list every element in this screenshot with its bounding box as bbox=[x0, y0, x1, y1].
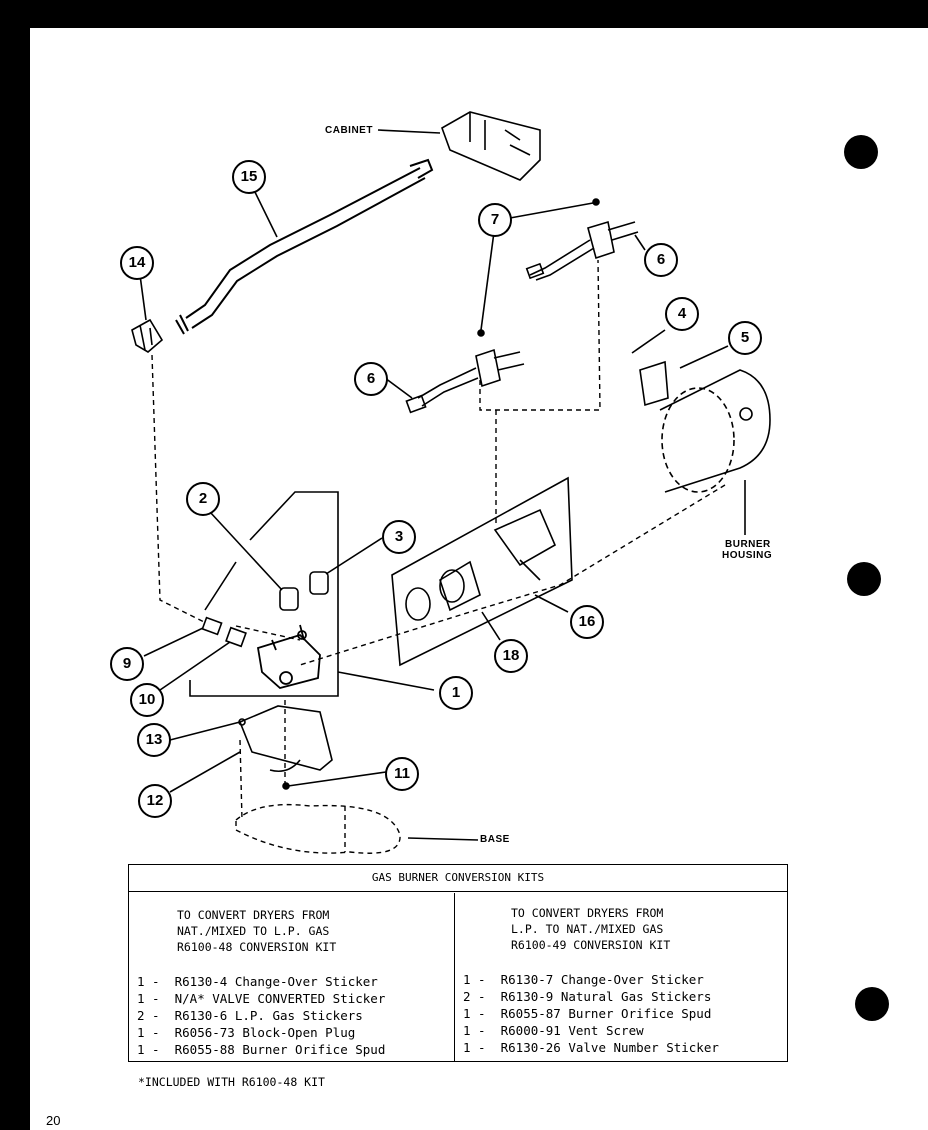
callout-10: 10 bbox=[130, 683, 164, 717]
leader-7b bbox=[480, 231, 495, 331]
callout-11: 11 bbox=[385, 757, 419, 791]
list-item: 1 - R6000-91 Vent Screw bbox=[463, 1023, 644, 1038]
callout-14: 14 bbox=[120, 246, 154, 280]
list-item: 2 - R6130-6 L.P. Gas Stickers bbox=[137, 1008, 363, 1023]
flame-sensor-upper bbox=[525, 198, 639, 281]
callout-9: 9 bbox=[110, 647, 144, 681]
callout-7: 7 bbox=[478, 203, 512, 237]
callout-1: 1 bbox=[439, 676, 473, 710]
cabinet-leader bbox=[377, 129, 441, 134]
callout-6-upper: 6 bbox=[644, 243, 678, 277]
punch-hole-middle bbox=[847, 562, 881, 596]
orifice-parts bbox=[201, 616, 247, 648]
leader-18 bbox=[481, 611, 501, 641]
leader-6a bbox=[634, 234, 646, 251]
table-title: GAS BURNER CONVERSION KITS bbox=[129, 865, 787, 892]
callout-12: 12 bbox=[138, 784, 172, 818]
page-number: 20 bbox=[46, 1113, 61, 1128]
burner-panel bbox=[391, 476, 573, 667]
callout-16: 16 bbox=[570, 605, 604, 639]
list-item: 1 - R6130-4 Change-Over Sticker bbox=[137, 974, 378, 989]
kit-header-line: TO CONVERT DRYERS FROM bbox=[511, 906, 664, 920]
burner-housing bbox=[639, 360, 771, 493]
callout-4: 4 bbox=[665, 297, 699, 331]
burner-housing-label-line2: HOUSING bbox=[722, 550, 773, 561]
cabinet-bracket bbox=[441, 111, 541, 181]
punch-hole-bottom bbox=[855, 987, 889, 1021]
gas-valve bbox=[256, 624, 321, 689]
callout-13: 13 bbox=[137, 723, 171, 757]
list-item: 1 - R6130-7 Change-Over Sticker bbox=[463, 972, 704, 987]
callout-2: 2 bbox=[186, 482, 220, 516]
list-item: 1 - R6130-26 Valve Number Sticker bbox=[463, 1040, 719, 1055]
leader-7a bbox=[509, 202, 594, 219]
list-item: 1 - R6055-88 Burner Orifice Spud bbox=[137, 1042, 386, 1057]
leader-10 bbox=[159, 641, 231, 691]
gas-supply-pipe bbox=[175, 158, 434, 335]
kit-column-r6100-48: TO CONVERT DRYERS FROM NAT./MIXED TO L.P… bbox=[129, 893, 455, 1061]
burner-housing-label-line1: BURNER bbox=[725, 539, 771, 550]
leader-2 bbox=[209, 511, 283, 591]
kit-items: 1 - R6130-7 Change-Over Sticker 2 - R613… bbox=[463, 971, 719, 1056]
igniter-assembly bbox=[405, 329, 525, 414]
base-leader bbox=[407, 837, 479, 841]
kit-header-line: R6100-48 CONVERSION KIT bbox=[177, 940, 337, 954]
footnote: *INCLUDED WITH R6100-48 KIT bbox=[138, 1075, 325, 1089]
leader-4 bbox=[631, 329, 666, 354]
leader-13 bbox=[169, 721, 241, 741]
list-item: 1 - R6056-73 Block-Open Plug bbox=[137, 1025, 356, 1040]
callout-6-lower: 6 bbox=[354, 362, 388, 396]
leader-12 bbox=[169, 751, 241, 793]
kit-header-line: R6100-49 CONVERSION KIT bbox=[511, 938, 671, 952]
list-item: 2 - R6130-9 Natural Gas Stickers bbox=[463, 989, 712, 1004]
leader-3 bbox=[325, 537, 383, 575]
callout-5: 5 bbox=[728, 321, 762, 355]
kit-header-line: TO CONVERT DRYERS FROM bbox=[177, 908, 330, 922]
list-item: 1 - N/A* VALVE CONVERTED Sticker bbox=[137, 991, 386, 1006]
callout-18: 18 bbox=[494, 639, 528, 673]
leader-16 bbox=[534, 594, 569, 613]
kit-header: TO CONVERT DRYERS FROM NAT./MIXED TO L.P… bbox=[129, 893, 454, 955]
conversion-kits-table: GAS BURNER CONVERSION KITS TO CONVERT DR… bbox=[128, 864, 788, 1062]
leader-9 bbox=[143, 627, 204, 657]
kit-header: TO CONVERT DRYERS FROM L.P. TO NAT./MIXE… bbox=[455, 893, 787, 953]
leader-11 bbox=[287, 771, 387, 787]
leader-1 bbox=[337, 671, 435, 691]
burner-housing-label: BURNER HOUSING bbox=[722, 539, 772, 561]
kit-header-line: NAT./MIXED TO L.P. GAS bbox=[177, 924, 330, 938]
leader-5 bbox=[679, 345, 729, 369]
valve-enclosure bbox=[189, 491, 339, 697]
leader-6b bbox=[384, 377, 413, 399]
kit-column-r6100-49: TO CONVERT DRYERS FROM L.P. TO NAT./MIXE… bbox=[455, 893, 787, 1061]
callout-15: 15 bbox=[232, 160, 266, 194]
callout-3: 3 bbox=[382, 520, 416, 554]
kit-items: 1 - R6130-4 Change-Over Sticker 1 - N/A*… bbox=[137, 973, 385, 1058]
list-item: 1 - R6055-87 Burner Orifice Spud bbox=[463, 1006, 712, 1021]
cabinet-label: CABINET bbox=[325, 125, 373, 136]
base-label: BASE bbox=[480, 834, 510, 845]
leader-14 bbox=[139, 274, 147, 321]
pipe-fitting bbox=[131, 318, 164, 353]
solenoid-coils bbox=[279, 571, 329, 611]
leader-15 bbox=[252, 187, 278, 238]
kit-header-line: L.P. TO NAT./MIXED GAS bbox=[511, 922, 664, 936]
punch-hole-top bbox=[844, 135, 878, 169]
